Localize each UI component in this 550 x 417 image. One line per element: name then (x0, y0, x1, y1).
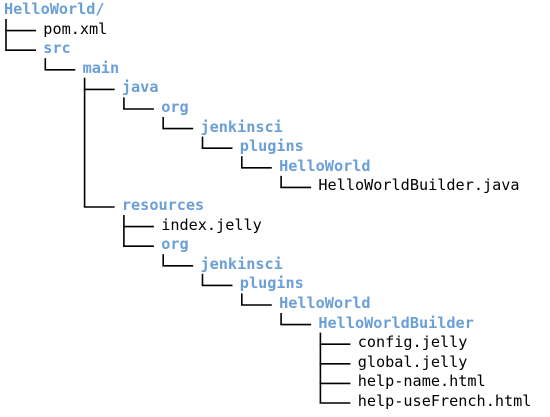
file-label: index.jelly (161, 215, 262, 234)
folder-label: java (121, 78, 159, 97)
file-label: help-useFrench.html (357, 392, 532, 410)
file-label: HelloWorldBuilder.java (318, 176, 520, 195)
folder-label: main (82, 58, 120, 77)
folder-label: HelloWorld (279, 156, 371, 175)
folder-label: org (161, 98, 189, 116)
folder-label: plugins (239, 137, 304, 156)
folder-label: jenkinsci (200, 117, 283, 136)
folder-label: src (43, 39, 71, 58)
file-label: config.jelly (357, 333, 468, 352)
folder-label: plugins (239, 274, 304, 293)
folder-label: jenkinsci (200, 254, 283, 273)
file-label: help-name.html (357, 372, 486, 391)
file-label: global.jelly (357, 352, 468, 371)
file-label: pom.xml (43, 19, 108, 38)
folder-label: HelloWorldBuilder (318, 313, 474, 332)
folder-label: HelloWorld (279, 294, 371, 312)
folder-label: HelloWorld/ (4, 0, 105, 18)
folder-label: resources (121, 196, 205, 214)
folder-label: org (161, 235, 189, 254)
